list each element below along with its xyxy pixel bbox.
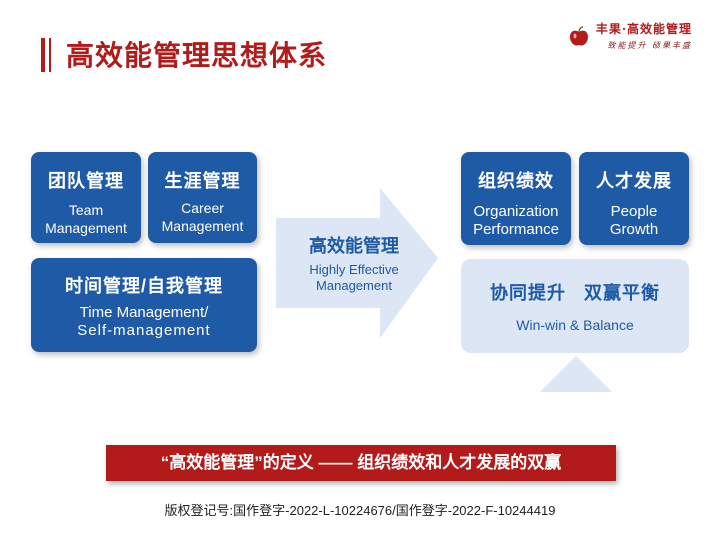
people-growth-zh: 人才发展: [596, 171, 672, 191]
career-management-en-2: Management: [161, 218, 244, 234]
balance-triangle-shape: [540, 356, 612, 392]
team-management-box: 团队管理 Team Management: [31, 152, 141, 243]
title-accent-bar: [41, 38, 45, 72]
center-arrow-en-1: Highly Effective: [309, 262, 399, 277]
right-arrow-shape: [276, 188, 438, 338]
organization-performance-en-1: Organization: [473, 203, 559, 220]
career-management-box: 生涯管理 Career Management: [148, 152, 257, 243]
career-management-en-1: Career: [181, 200, 224, 216]
win-win-balance-box: 协同提升 双赢平衡 Win-win & Balance: [461, 259, 689, 353]
center-arrow-zh: 高效能管理: [309, 236, 399, 256]
title-accent-bar-thin: [49, 38, 51, 72]
apple-logo-icon: [569, 26, 588, 46]
organization-performance-box: 组织绩效 Organization Performance: [461, 152, 571, 245]
people-growth-box: 人才发展 People Growth: [579, 152, 689, 245]
people-growth-en-1: People: [610, 203, 658, 220]
center-arrow-en-2: Management: [316, 278, 392, 293]
win-win-en: Win-win & Balance: [516, 317, 634, 333]
time-self-management-box: 时间管理/自我管理 Time Management/ Self-manageme…: [31, 258, 257, 352]
brand-slogan: 致能提升 硕果丰盛: [607, 41, 692, 50]
time-self-management-en-2: Self-management: [77, 322, 211, 339]
time-self-management-zh: 时间管理/自我管理: [64, 276, 223, 296]
page-title: 高效能管理思想体系: [66, 39, 328, 72]
organization-performance-en-2: Performance: [473, 221, 559, 238]
center-arrow-en: Highly Effective Management: [276, 262, 432, 294]
brand-name: 丰果·高效能管理: [595, 22, 692, 36]
definition-banner: “高效能管理”的定义 —— 组织绩效和人才发展的双赢: [106, 445, 616, 481]
time-self-management-en-1: Time Management/: [79, 304, 209, 321]
win-win-zh: 协同提升 双赢平衡: [489, 283, 660, 303]
team-management-en-2: Management: [45, 220, 127, 236]
organization-performance-zh: 组织绩效: [478, 171, 554, 191]
copyright-text: 版权登记号:国作登字-2022-L-10224676/国作登字-2022-F-1…: [164, 503, 556, 518]
team-management-en-1: Team: [68, 202, 104, 218]
career-management-zh: 生涯管理: [164, 171, 241, 191]
people-growth-en-2: Growth: [609, 221, 659, 238]
brand-logo: 丰果·高效能管理 致能提升 硕果丰盛: [569, 20, 692, 51]
team-management-zh: 团队管理: [48, 171, 124, 191]
